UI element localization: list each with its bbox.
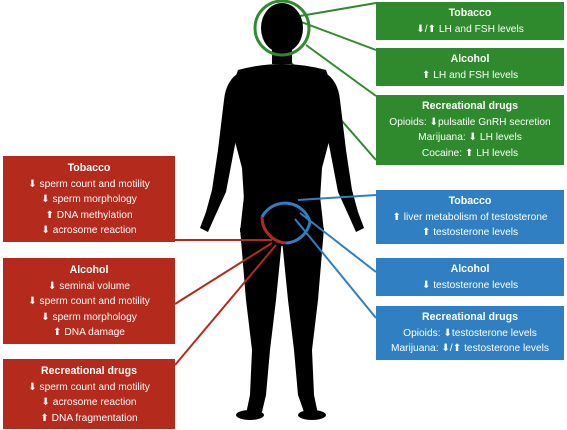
liver-alcohol-line-1: ⬇ testosterone levels: [421, 279, 519, 291]
brain-drugs-line-3: Cocaine: ⬆ LH levels: [421, 147, 519, 159]
brain-highlight: [253, 0, 311, 57]
testes-alcohol-box: Alcohol ⬇ seminal volume ⬇ sperm count a…: [3, 258, 175, 344]
testes-tobacco-line-3: ⬆ DNA methylation: [45, 209, 133, 221]
testes-drugs-title: Recreational drugs: [41, 365, 137, 377]
liver-highlight: [260, 201, 312, 223]
liver-tobacco-box: Tobacco ⬆ liver metabolism of testostero…: [376, 190, 564, 244]
liver-alcohol-title: Alcohol: [450, 263, 490, 275]
brain-tobacco-title: Tobacco: [448, 7, 492, 19]
brain-drugs-title: Recreational drugs: [422, 100, 518, 112]
brain-drugs-line-2: Marijuana: ⬇ LH levels: [418, 132, 522, 144]
testes-tobacco-line-1: ⬇ sperm count and motility: [28, 178, 150, 190]
testes-tobacco-title: Tobacco: [67, 162, 111, 174]
connector-testes-alcohol: [174, 242, 273, 305]
testes-drugs-box: Recreational drugs ⬇ sperm count and mot…: [3, 359, 175, 429]
connector-liver-tobacco: [297, 194, 377, 201]
brain-alcohol-title: Alcohol: [450, 53, 490, 65]
liver-highlight-lower: [285, 221, 312, 245]
brain-drugs-box: Recreational drugs Opioids: ⬇pulsatile G…: [376, 95, 564, 165]
body-silhouette: [200, 3, 364, 420]
testes-alcohol-line-3: ⬇ sperm morphology: [41, 311, 137, 323]
connector-brain-alcohol: [305, 44, 377, 97]
connector-testes-drugs: [174, 244, 277, 366]
testes-alcohol-line-4: ⬆ DNA damage: [53, 327, 125, 339]
testes-alcohol-title: Alcohol: [69, 264, 109, 276]
brain-drugs-line-1: Opioids: ⬇pulsatile GnRH secretion: [389, 116, 551, 128]
liver-drugs-box: Recreational drugs Opioids: ⬇testosteron…: [376, 306, 564, 360]
liver-tobacco-line-1: ⬆ liver metabolism of testosterone: [392, 211, 548, 223]
connector-liver-alcohol: [299, 212, 377, 273]
testes-highlight: [260, 216, 287, 245]
testes-alcohol-line-1: ⬇ seminal volume: [47, 280, 131, 292]
testes-drugs-line-1: ⬇ sperm count and motility: [28, 381, 150, 393]
testes-tobacco-line-4: ⬇ acrosome reaction: [41, 225, 137, 237]
brain-alcohol-line-1: ⬆ LH and FSH levels: [421, 69, 519, 81]
connector-brain-tobacco: [299, 2, 377, 17]
testes-tobacco-line-2: ⬇ sperm morphology: [41, 194, 137, 206]
liver-connectors: [294, 194, 377, 319]
testes-connectors: [174, 239, 277, 366]
brain-alcohol-box: Alcohol ⬆ LH and FSH levels: [376, 48, 564, 86]
testes-tobacco-box: Tobacco ⬇ sperm count and motility ⬇ spe…: [3, 156, 175, 242]
liver-tobacco-title: Tobacco: [448, 195, 492, 207]
testes-drugs-line-3: ⬆ DNA fragmentation: [40, 412, 138, 424]
liver-drugs-line-1: Opioids: ⬇testosterone levels: [403, 327, 537, 339]
liver-drugs-line-2: Marijuana: ⬇/⬆ testosterone levels: [390, 343, 550, 355]
liver-alcohol-box: Alcohol ⬇ testosterone levels: [376, 258, 564, 296]
testes-alcohol-line-2: ⬇ sperm count and motility: [28, 296, 150, 308]
liver-tobacco-line-2: ⬆ testosterone levels: [421, 227, 519, 239]
testes-drugs-line-2: ⬇ acrosome reaction: [41, 397, 137, 409]
brain-tobacco-box: Tobacco ⬇/⬆ LH and FSH levels: [376, 2, 564, 40]
brain-tobacco-line-1: ⬇/⬆ LH and FSH levels: [416, 23, 524, 35]
connector-liver-drugs: [294, 218, 377, 319]
liver-drugs-title: Recreational drugs: [422, 311, 518, 323]
